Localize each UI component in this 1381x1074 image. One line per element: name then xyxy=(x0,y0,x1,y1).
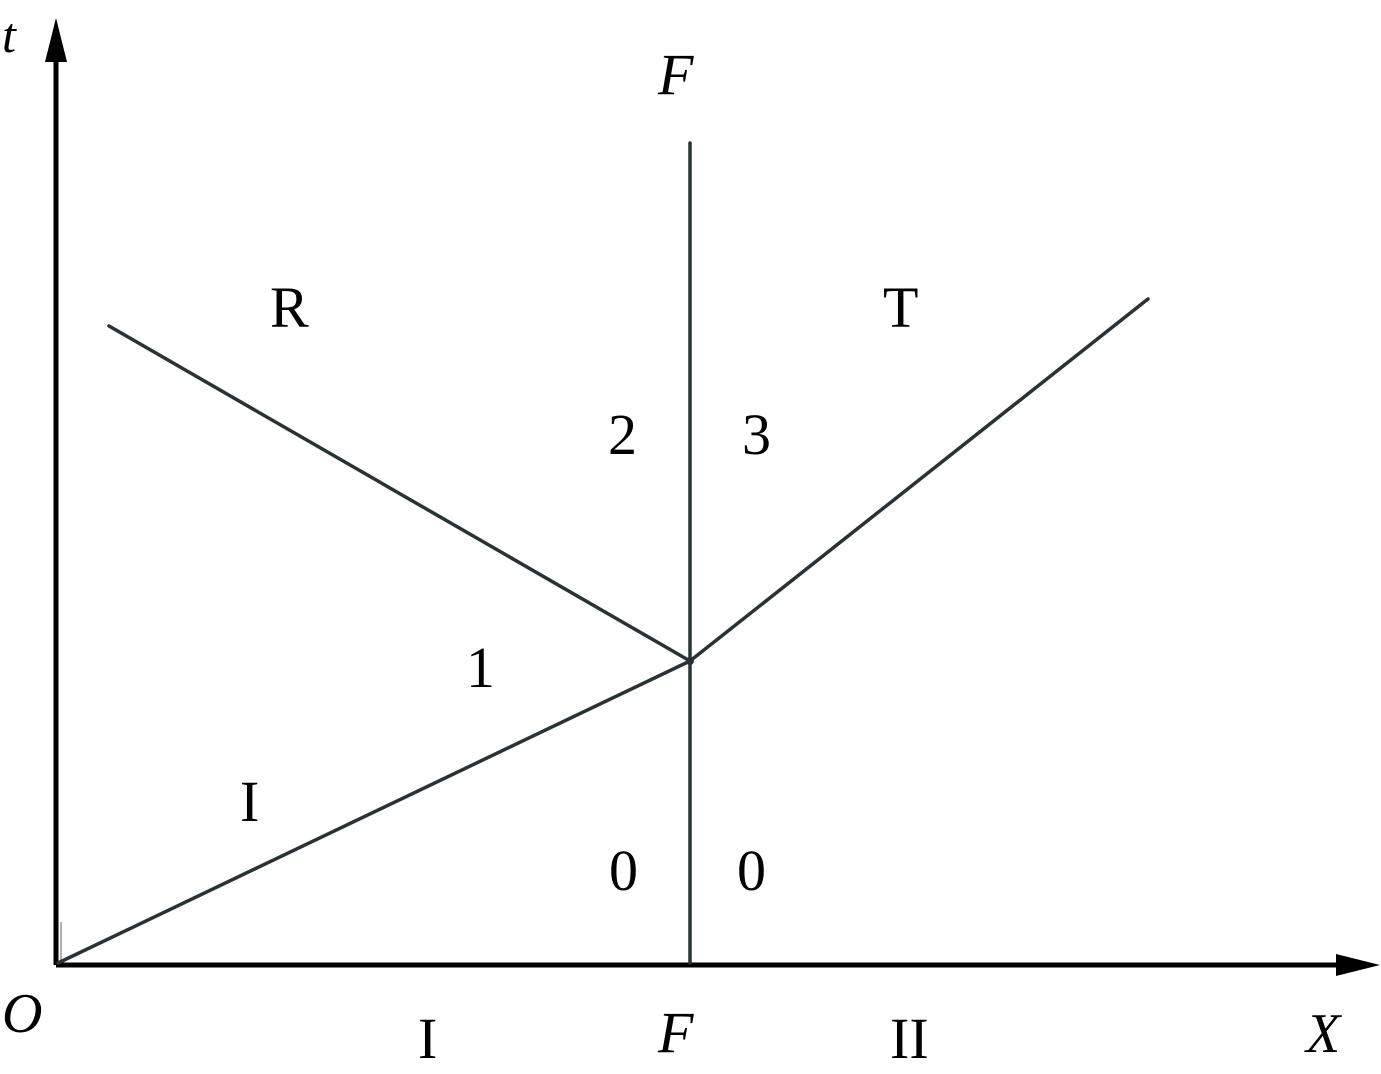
reflected-wave-line xyxy=(107,324,692,663)
material-ii-label: II xyxy=(890,1006,929,1071)
t-axis-arrowhead xyxy=(45,18,67,62)
transmitted-wave-line xyxy=(688,297,1150,663)
region-1-label: 1 xyxy=(466,635,495,700)
origin-label: O xyxy=(2,983,42,1045)
interface-bottom-label: F xyxy=(657,1000,694,1065)
x-axis-label: X xyxy=(1304,1003,1343,1065)
region-0-left-label: 0 xyxy=(609,838,638,903)
interface-top-label: F xyxy=(657,42,694,107)
reflected-wave-label: R xyxy=(270,275,309,340)
interaction-point xyxy=(686,657,694,665)
material-i-label: I xyxy=(418,1006,437,1071)
transmitted-wave-label: T xyxy=(883,275,918,340)
region-2-label: 2 xyxy=(608,402,637,467)
region-0-right-label: 0 xyxy=(737,838,766,903)
incident-wave-label: I xyxy=(240,769,259,834)
t-axis-label: t xyxy=(2,7,17,63)
x-axis-arrowhead xyxy=(1336,954,1380,976)
region-3-label: 3 xyxy=(742,402,771,467)
incident-wave-line xyxy=(56,659,692,965)
